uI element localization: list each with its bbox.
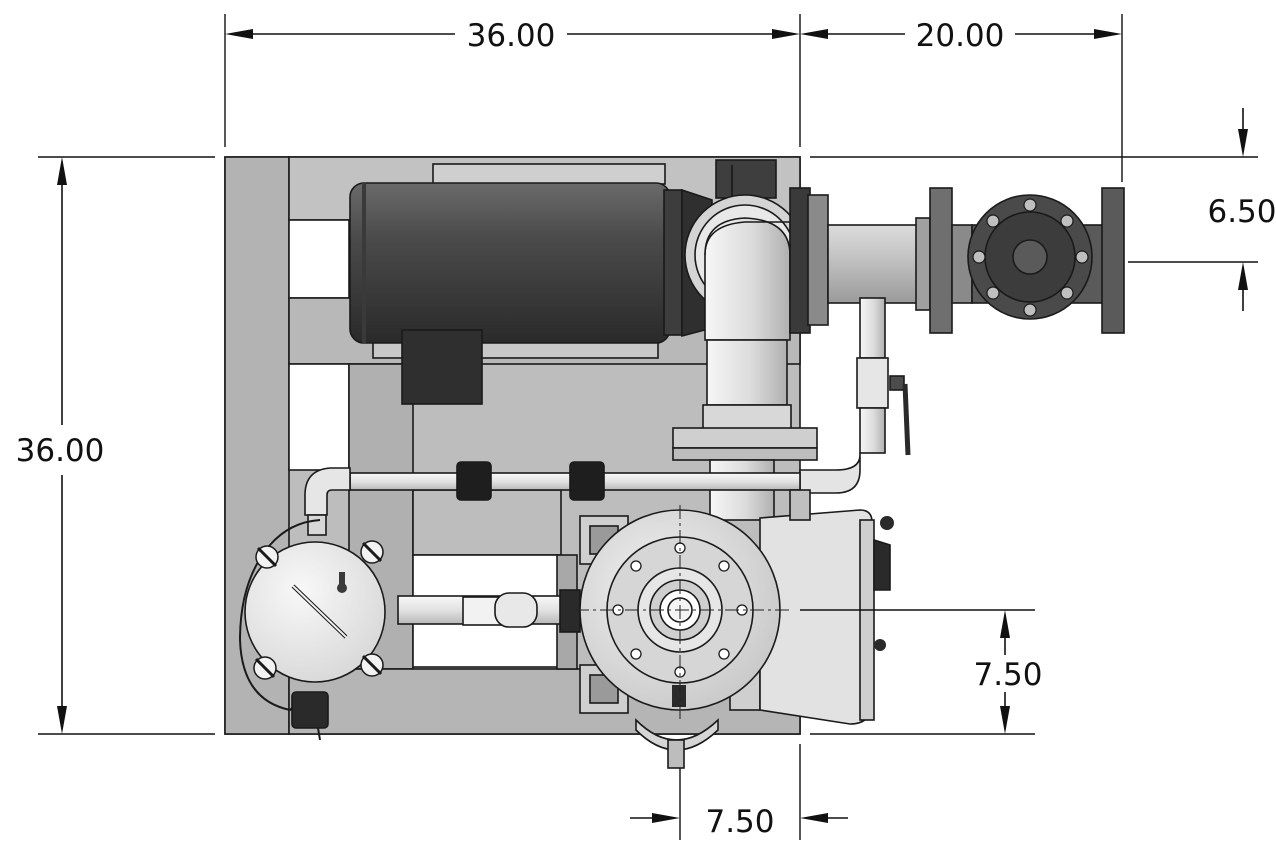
pump-casing: [575, 505, 790, 769]
suction-line: [397, 589, 581, 633]
dimension-lines: [57, 29, 1248, 823]
pressure-tank: [238, 519, 386, 741]
discharge-line: [789, 187, 1125, 334]
pump-motor-housing: [759, 489, 894, 725]
discharge-elbow: [672, 194, 818, 521]
recirculation-line: [304, 461, 801, 536]
dim-overall-width: 36.00: [467, 18, 556, 54]
extension-lines: [38, 14, 1258, 840]
dim-suction-offset: 7.50: [705, 804, 774, 840]
bypass-valve: [799, 297, 911, 494]
dim-discharge-offset: 6.50: [1207, 194, 1276, 230]
dim-overall-depth: 36.00: [16, 433, 105, 469]
dim-discharge-extension: 20.00: [916, 18, 1005, 54]
dim-suction-height: 7.50: [973, 657, 1042, 693]
